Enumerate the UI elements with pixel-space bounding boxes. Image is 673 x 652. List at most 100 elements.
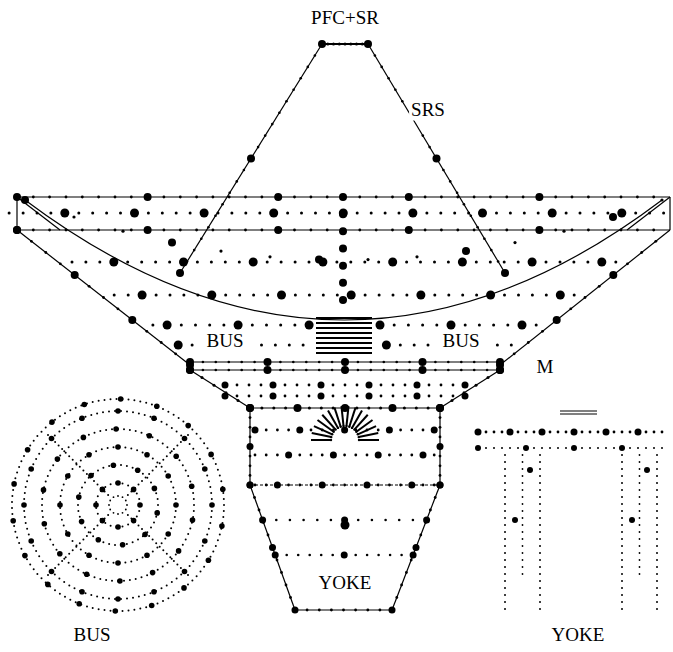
- fe-node: [539, 545, 541, 547]
- fe-node: [294, 261, 297, 264]
- fe-node: [212, 550, 214, 552]
- fe-node: [565, 431, 568, 434]
- fe-node: [433, 155, 441, 163]
- fe-node: [159, 546, 161, 548]
- fe-node: [145, 606, 147, 608]
- fe-node: [388, 258, 397, 267]
- fe-node: [127, 294, 130, 297]
- fe-node: [656, 482, 658, 484]
- fe-node: [128, 399, 130, 401]
- fe-node: [75, 462, 77, 464]
- fe-node: [208, 480, 210, 482]
- fe-node: [300, 212, 303, 215]
- fe-node: [150, 592, 152, 594]
- fe-node: [108, 410, 110, 412]
- fe-node: [97, 525, 99, 527]
- fe-element: [314, 426, 332, 434]
- fe-node: [367, 407, 370, 410]
- fe-node: [127, 494, 129, 496]
- fe-node: [661, 431, 664, 434]
- fe-node: [293, 324, 296, 327]
- fe-node: [272, 552, 279, 559]
- fe-node: [189, 443, 191, 445]
- fe-node: [174, 352, 177, 355]
- fe-node: [42, 516, 44, 518]
- fe-node: [139, 400, 141, 402]
- fe-node: [522, 545, 524, 547]
- fe-node: [525, 431, 528, 434]
- fe-node: [391, 609, 394, 612]
- fe-node: [375, 196, 378, 199]
- fe-node: [230, 212, 233, 215]
- fe-node: [138, 510, 140, 512]
- fe-node: [621, 552, 623, 554]
- fe-node: [189, 484, 195, 490]
- fe-node: [336, 294, 339, 297]
- fe-node: [504, 580, 506, 582]
- fe-element: [359, 433, 379, 437]
- fe-node: [69, 599, 71, 601]
- fe-node: [473, 361, 476, 364]
- fe-node: [366, 393, 373, 400]
- fe-node: [246, 404, 254, 412]
- fe-node: [217, 469, 219, 471]
- fe-node: [288, 344, 291, 347]
- fe-node: [384, 212, 387, 215]
- fe-node: [13, 226, 21, 234]
- fe-node: [636, 196, 639, 199]
- fe-node: [366, 554, 369, 557]
- fe-node: [157, 498, 159, 500]
- fe-node: [222, 382, 229, 389]
- fe-node: [489, 261, 492, 264]
- fe-node: [236, 384, 239, 387]
- fe-node: [132, 411, 134, 413]
- fe-node: [93, 480, 95, 482]
- fe-node: [377, 484, 380, 487]
- fe-node: [209, 486, 211, 488]
- fe-node: [228, 196, 231, 199]
- fe-node: [223, 504, 225, 506]
- fe-node: [193, 504, 195, 506]
- fe-node: [389, 607, 396, 614]
- fe-node: [113, 608, 119, 614]
- fe-node: [45, 426, 47, 428]
- fe-node: [439, 436, 442, 439]
- fe-node: [65, 452, 67, 454]
- fe-node: [161, 421, 163, 423]
- fe-node: [217, 212, 220, 215]
- fe-node: [122, 496, 124, 498]
- fe-node: [400, 554, 403, 557]
- fe-node: [200, 437, 202, 439]
- fe-node: [264, 358, 272, 366]
- fe-node: [656, 454, 658, 456]
- fe-node: [522, 531, 524, 533]
- fe-node: [428, 395, 431, 398]
- fe-node: [437, 482, 444, 489]
- fe-node: [161, 466, 163, 468]
- fe-node: [504, 517, 506, 519]
- fe-node: [662, 212, 665, 215]
- fe-node: [644, 467, 650, 473]
- fe-node: [332, 43, 335, 46]
- fe-node: [191, 429, 193, 431]
- fe-node: [105, 212, 108, 215]
- fe-node: [490, 249, 493, 252]
- fe-node: [88, 285, 91, 288]
- fe-node: [478, 324, 481, 327]
- fe-node: [95, 558, 97, 560]
- fe-node: [182, 294, 185, 297]
- fe-node: [68, 562, 70, 564]
- fe-node: [447, 294, 450, 297]
- fe-node: [154, 510, 160, 516]
- fe-node: [187, 434, 189, 436]
- fe-node: [97, 469, 99, 471]
- fe-node: [382, 341, 391, 350]
- fe-node: [185, 539, 187, 541]
- fe-node: [56, 549, 58, 551]
- fe-node: [63, 427, 65, 429]
- fe-node: [399, 454, 402, 457]
- fe-node: [354, 454, 357, 457]
- fe-node: [571, 196, 574, 199]
- fe-node: [428, 384, 431, 387]
- fe-node: [305, 369, 308, 372]
